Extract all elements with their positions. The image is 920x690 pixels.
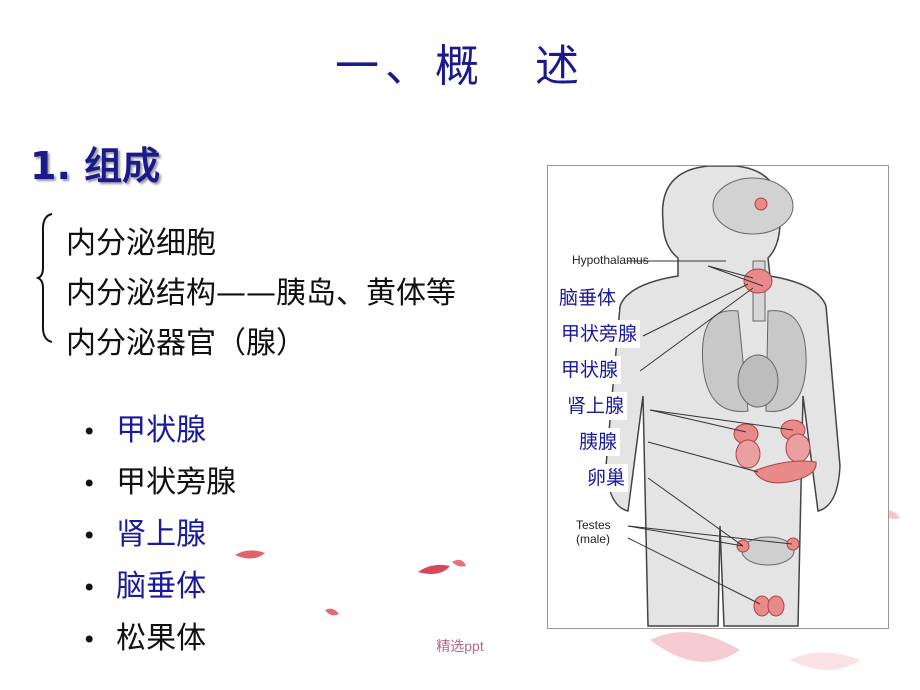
gland-thyroid: 甲状腺 (116, 413, 207, 448)
component-structures: 内分泌结构——胰岛、黄体等 (66, 276, 456, 311)
bullet-icon: • (82, 574, 97, 602)
label-testes-note: (male) (576, 532, 611, 546)
anatomy-diagram: Hypothalamus Testes (male) 脑垂体 甲状旁腺 甲状腺 … (547, 165, 889, 629)
bullet-icon: • (82, 522, 97, 550)
label-parathyroid: 甲状旁腺 (558, 320, 641, 348)
curly-brace (36, 213, 53, 343)
bullet-icon: • (82, 626, 97, 654)
list-item: • 脑垂体 (44, 526, 206, 640)
component-organs: 内分泌器官（腺） (66, 326, 306, 361)
label-adrenal: 肾上腺 (564, 392, 628, 420)
section-subtitle: 1. 组成 (30, 144, 161, 188)
label-hypothalamus: Hypothalamus (572, 253, 649, 267)
label-thyroid: 甲状腺 (558, 356, 622, 384)
bullet-icon: • (82, 418, 97, 446)
gland-pituitary: 脑垂体 (116, 569, 207, 604)
label-ovary: 卵巢 (584, 464, 629, 492)
list-item: • 甲状腺 (44, 370, 206, 484)
label-pancreas: 胰腺 (576, 428, 621, 456)
label-pituitary: 脑垂体 (556, 284, 620, 312)
bullet-icon: • (82, 470, 97, 498)
slide-title: 一、概 述 (335, 41, 585, 92)
body-illustration (605, 166, 841, 627)
gland-adrenal: 肾上腺 (116, 517, 207, 552)
list-item: • 松果体 (44, 578, 206, 690)
label-testes: Testes (576, 518, 611, 532)
list-item: • 肾上腺 (44, 474, 206, 588)
gland-parathyroid: 甲状旁腺 (116, 465, 237, 500)
component-cells: 内分泌细胞 (66, 226, 216, 261)
footer-watermark: 精选ppt (436, 638, 484, 654)
gland-pineal: 松果体 (116, 621, 207, 656)
list-item: • 甲状旁腺 (44, 422, 236, 536)
